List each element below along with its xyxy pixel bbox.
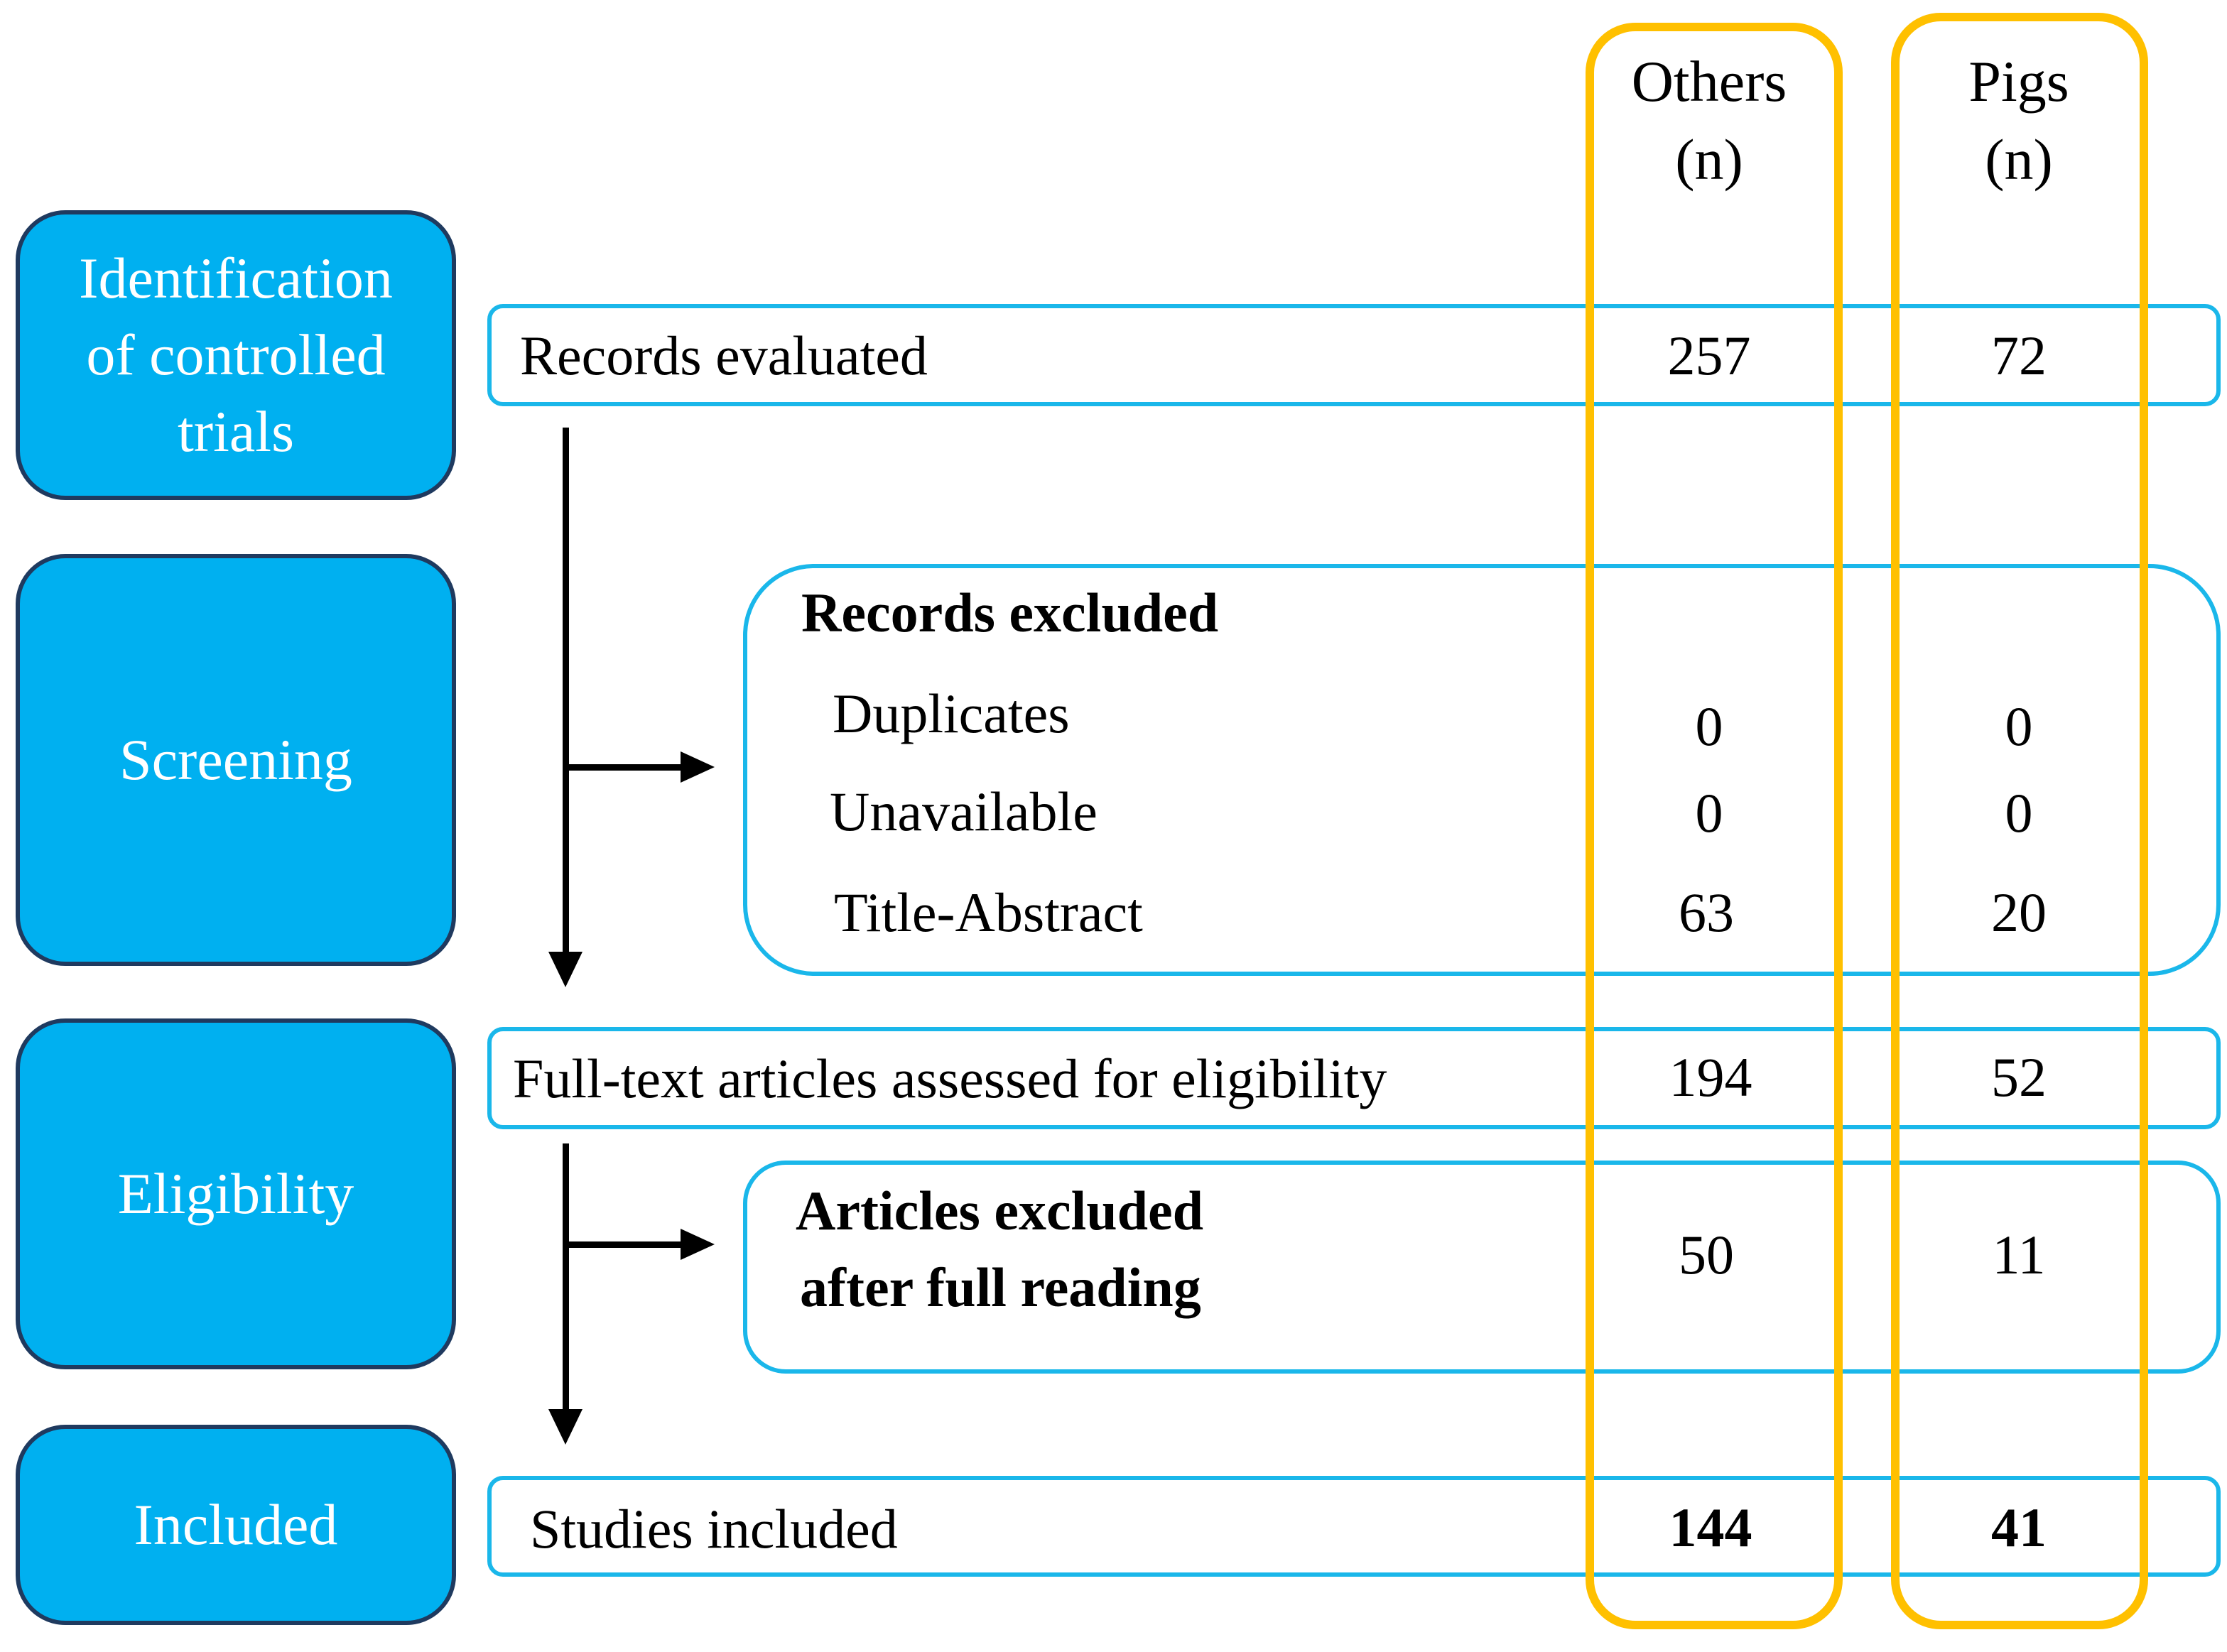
stage-included: Included: [16, 1425, 456, 1625]
duplicates-label: Duplicates: [833, 683, 1070, 744]
full-text-box: [487, 1027, 2221, 1129]
stage-screening-label: Screening: [119, 727, 352, 792]
arrow-down-2: [548, 1409, 583, 1445]
studies-included-box: [487, 1476, 2221, 1577]
branch-line-2: [563, 1241, 683, 1248]
others-column-outline: [1586, 23, 1843, 1629]
flow-line-2: [563, 1143, 569, 1413]
pigs-full-text: 52: [1991, 1046, 2047, 1108]
records-excluded-title: Records excluded: [801, 582, 1219, 643]
stage-eligibility-label: Eligibility: [117, 1161, 354, 1226]
stage-included-label: Included: [134, 1492, 338, 1557]
others-articles-excluded: 50: [1679, 1224, 1734, 1286]
stage-identification-label: Identification of controlled trials: [79, 246, 393, 464]
articles-excluded-box: [743, 1161, 2221, 1374]
others-title-abstract: 63: [1679, 881, 1734, 943]
pigs-column-unit: (n): [1985, 127, 2053, 192]
unavailable-label: Unavailable: [830, 781, 1098, 842]
pigs-column-header: Pigs (n): [1891, 43, 2147, 199]
pigs-column-name: Pigs: [1968, 49, 2069, 114]
pigs-studies-included: 41: [1991, 1496, 2047, 1558]
others-column-header: Others (n): [1581, 43, 1837, 199]
pigs-duplicates: 0: [2005, 695, 2033, 757]
title-abstract-label: Title-Abstract: [834, 881, 1143, 943]
stage-eligibility: Eligibility: [16, 1018, 456, 1369]
others-full-text: 194: [1669, 1046, 1752, 1108]
records-evaluated-label: Records evaluated: [520, 325, 928, 386]
others-column-name: Others: [1631, 49, 1787, 114]
pigs-articles-excluded: 11: [1992, 1224, 2046, 1286]
others-records-evaluated: 257: [1667, 325, 1751, 386]
pigs-title-abstract: 20: [1991, 881, 2047, 943]
arrow-right-1: [681, 751, 715, 783]
pigs-unavailable: 0: [2005, 782, 2033, 844]
others-duplicates: 0: [1695, 695, 1723, 757]
studies-included-label: Studies included: [530, 1498, 898, 1560]
others-studies-included: 144: [1669, 1496, 1752, 1558]
others-column-unit: (n): [1675, 127, 1743, 192]
others-unavailable: 0: [1695, 782, 1723, 844]
arrow-down-1: [548, 952, 583, 987]
records-excluded-box: [743, 564, 2221, 976]
stage-screening: Screening: [16, 554, 456, 966]
branch-line-1: [563, 764, 683, 771]
stage-identification: Identification of controlled trials: [16, 210, 456, 500]
articles-excluded-line1: Articles excluded: [796, 1180, 1204, 1241]
records-evaluated-box: [487, 304, 2221, 406]
full-text-label: Full-text articles assessed for eligibil…: [513, 1048, 1387, 1109]
articles-excluded-line2: after full reading: [800, 1256, 1201, 1318]
arrow-right-2: [681, 1229, 715, 1260]
pigs-column-outline: [1891, 13, 2148, 1629]
pigs-records-evaluated: 72: [1991, 325, 2047, 386]
flow-line-1: [563, 428, 569, 953]
